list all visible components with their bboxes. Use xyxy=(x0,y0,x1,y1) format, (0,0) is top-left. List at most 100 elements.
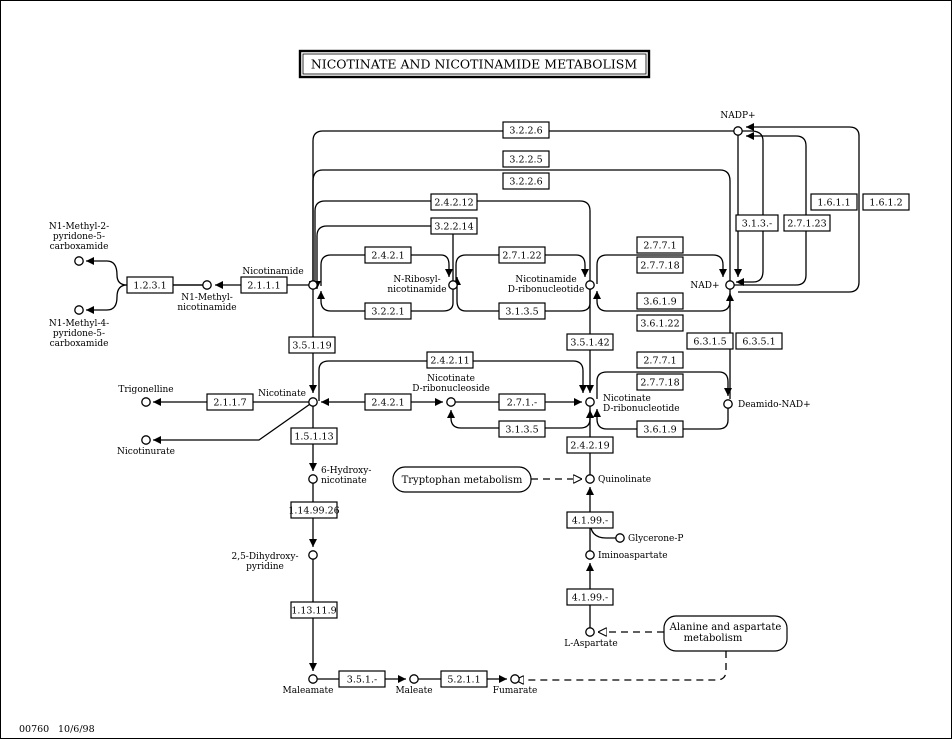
enzyme-box-2.7.7.18[interactable]: 2.7.7.18 xyxy=(636,256,684,274)
enzyme-box-3.6.1.9[interactable]: 3.6.1.9 xyxy=(636,420,684,438)
enzyme-box-2.7.7.18[interactable]: 2.7.7.18 xyxy=(636,373,684,391)
enzyme-label: 2.1.1.1 xyxy=(247,281,280,292)
enzyme-box-2.1.1.1[interactable]: 2.1.1.1 xyxy=(240,276,288,294)
compound-node-nrn[interactable] xyxy=(448,280,458,290)
compound-label-n1m4p: N1-Methyl-4- xyxy=(49,319,109,329)
compound-node-dihydroxy[interactable] xyxy=(308,550,318,560)
compound-node-nam[interactable] xyxy=(308,280,318,290)
enzyme-label: 1.2.3.1 xyxy=(133,281,166,292)
enzyme-box-3.5.1.42[interactable]: 3.5.1.42 xyxy=(566,333,614,351)
compound-node-trig[interactable] xyxy=(141,397,151,407)
compound-label-hydroxy6: nicotinate xyxy=(321,476,367,486)
compound-node-n1m2p[interactable] xyxy=(74,256,84,266)
compound-node-n1m4p[interactable] xyxy=(74,305,84,315)
enzyme-box-1.5.1.13[interactable]: 1.5.1.13 xyxy=(290,427,338,445)
compound-node-glyp[interactable] xyxy=(615,533,625,543)
enzyme-box-1.13.11.9[interactable]: 1.13.11.9 xyxy=(290,601,338,619)
alanine-aspartate-pathway-link[interactable]: Alanine and aspartate metabolism xyxy=(663,615,788,652)
enzyme-label: 3.5.1.- xyxy=(347,675,377,686)
enzyme-box-2.7.7.1[interactable]: 2.7.7.1 xyxy=(636,236,684,254)
enzyme-box-3.2.2.5[interactable]: 3.2.2.5 xyxy=(502,150,550,168)
enzyme-box-3.6.1.9[interactable]: 3.6.1.9 xyxy=(636,292,684,310)
enzyme-box-3.1.3.-[interactable]: 3.1.3.- xyxy=(735,214,779,232)
enzyme-label: 3.2.2.5 xyxy=(509,155,542,166)
edge-nadp-nicotinamide xyxy=(309,130,738,289)
enzyme-box-2.1.1.7[interactable]: 2.1.1.7 xyxy=(206,393,254,411)
enzyme-box-1.6.1.1[interactable]: 1.6.1.1 xyxy=(810,193,858,211)
enzyme-label: 3.6.1.9 xyxy=(643,425,676,436)
tryptophan-pathway-link[interactable]: Tryptophan metabolism xyxy=(392,466,532,493)
enzyme-box-3.1.3.5[interactable]: 3.1.3.5 xyxy=(498,302,546,320)
compound-node-na[interactable] xyxy=(308,397,318,407)
enzyme-label: 2.4.2.1 xyxy=(371,398,404,409)
compound-label-namn: Nicotinate xyxy=(603,394,651,404)
compound-node-maleate[interactable] xyxy=(409,674,419,684)
enzyme-box-2.4.2.19[interactable]: 2.4.2.19 xyxy=(566,436,614,454)
compound-node-imino[interactable] xyxy=(585,550,595,560)
enzyme-box-1.14.99.26[interactable]: 1.14.99.26 xyxy=(288,501,340,519)
edge-nad-nicotinamide-top xyxy=(309,169,731,289)
enzyme-box-4.1.99.-[interactable]: 4.1.99.- xyxy=(566,588,614,606)
compound-node-lasp[interactable] xyxy=(585,627,595,637)
compound-node-nmn[interactable] xyxy=(585,280,595,290)
compound-label-quin: Quinolinate xyxy=(598,475,651,485)
enzyme-box-6.3.5.1[interactable]: 6.3.5.1 xyxy=(735,332,783,350)
enzyme-box-5.2.1.1[interactable]: 5.2.1.1 xyxy=(440,670,488,688)
enzyme-box-2.7.1.22[interactable]: 2.7.1.22 xyxy=(498,246,546,264)
compound-node-namn[interactable] xyxy=(585,397,595,407)
enzyme-box-3.5.1.19[interactable]: 3.5.1.19 xyxy=(288,336,336,354)
enzyme-box-2.4.2.12[interactable]: 2.4.2.12 xyxy=(430,193,478,211)
compound-label-nicurate: Nicotinurate xyxy=(117,447,175,457)
compound-label-glyp: Glycerone-P xyxy=(628,534,683,544)
enzyme-box-1.6.1.2[interactable]: 1.6.1.2 xyxy=(862,193,910,211)
compound-label-na: Nicotinate xyxy=(258,389,306,399)
compound-label-n1mn: N1-Methyl- xyxy=(181,293,233,303)
compound-node-n1mn[interactable] xyxy=(202,280,212,290)
enzyme-box-3.6.1.22[interactable]: 3.6.1.22 xyxy=(636,314,684,332)
enzyme-box-3.2.2.6[interactable]: 3.2.2.6 xyxy=(502,121,550,139)
map-id: 00760 xyxy=(19,724,49,735)
compound-label-narib: Nicotinate xyxy=(427,374,475,384)
enzyme-box-3.2.2.1[interactable]: 3.2.2.1 xyxy=(364,302,412,320)
compound-label-imino: Iminoaspartate xyxy=(598,551,668,561)
compound-node-nadp[interactable] xyxy=(733,126,743,136)
compound-node-maleamate[interactable] xyxy=(308,674,318,684)
enzyme-label: 2.7.1.23 xyxy=(787,219,826,230)
enzyme-box-2.4.2.1[interactable]: 2.4.2.1 xyxy=(364,246,412,264)
enzyme-label: 3.2.2.6 xyxy=(509,126,542,137)
enzyme-box-2.4.2.1[interactable]: 2.4.2.1 xyxy=(364,393,412,411)
compound-node-nicurate[interactable] xyxy=(141,435,151,445)
edge-alanine-fumarate xyxy=(515,651,727,680)
enzyme-label: 3.5.1.42 xyxy=(570,338,609,349)
enzyme-box-2.7.7.1[interactable]: 2.7.7.1 xyxy=(636,351,684,369)
enzyme-box-2.4.2.11[interactable]: 2.4.2.11 xyxy=(426,351,474,369)
enzyme-box-3.1.3.5[interactable]: 3.1.3.5 xyxy=(498,420,546,438)
enzyme-box-2.7.1.-[interactable]: 2.7.1.- xyxy=(498,393,546,411)
enzyme-label: 2.7.7.18 xyxy=(640,378,679,389)
enzyme-box-4.1.99.-[interactable]: 4.1.99.- xyxy=(566,511,614,529)
enzyme-label: 3.2.2.14 xyxy=(434,222,473,233)
enzyme-box-3.2.2.14[interactable]: 3.2.2.14 xyxy=(430,217,478,235)
enzyme-label: 2.4.2.11 xyxy=(430,356,469,367)
enzyme-box-1.2.3.1[interactable]: 1.2.3.1 xyxy=(126,276,174,294)
compound-node-narib[interactable] xyxy=(446,397,456,407)
compound-label-dihydroxy: pyridine xyxy=(246,562,284,572)
compound-label-nadp: NADP+ xyxy=(720,111,755,121)
enzyme-label: 5.2.1.1 xyxy=(447,675,480,686)
compound-label-n1m2p: pyridone-5- xyxy=(53,232,105,242)
enzyme-box-3.2.2.6[interactable]: 3.2.2.6 xyxy=(502,172,550,190)
compound-node-hydroxy6[interactable] xyxy=(308,474,318,484)
compound-label-narib: D-ribonucleoside xyxy=(412,384,490,394)
enzyme-box-3.5.1.-[interactable]: 3.5.1.- xyxy=(338,670,386,688)
compound-node-nad[interactable] xyxy=(725,280,735,290)
enzyme-label: 2.7.7.18 xyxy=(640,261,679,272)
compound-node-fumarate[interactable] xyxy=(510,674,520,684)
compound-node-dnad[interactable] xyxy=(723,399,733,409)
compound-label-nam: Nicotinamide xyxy=(242,267,303,277)
enzyme-box-2.7.1.23[interactable]: 2.7.1.23 xyxy=(783,214,831,232)
compound-label-maleamate: Maleamate xyxy=(283,686,334,696)
compound-node-quin[interactable] xyxy=(585,474,595,484)
enzyme-box-6.3.1.5[interactable]: 6.3.1.5 xyxy=(686,332,734,350)
compound-label-n1m2p: N1-Methyl-2- xyxy=(49,222,109,232)
